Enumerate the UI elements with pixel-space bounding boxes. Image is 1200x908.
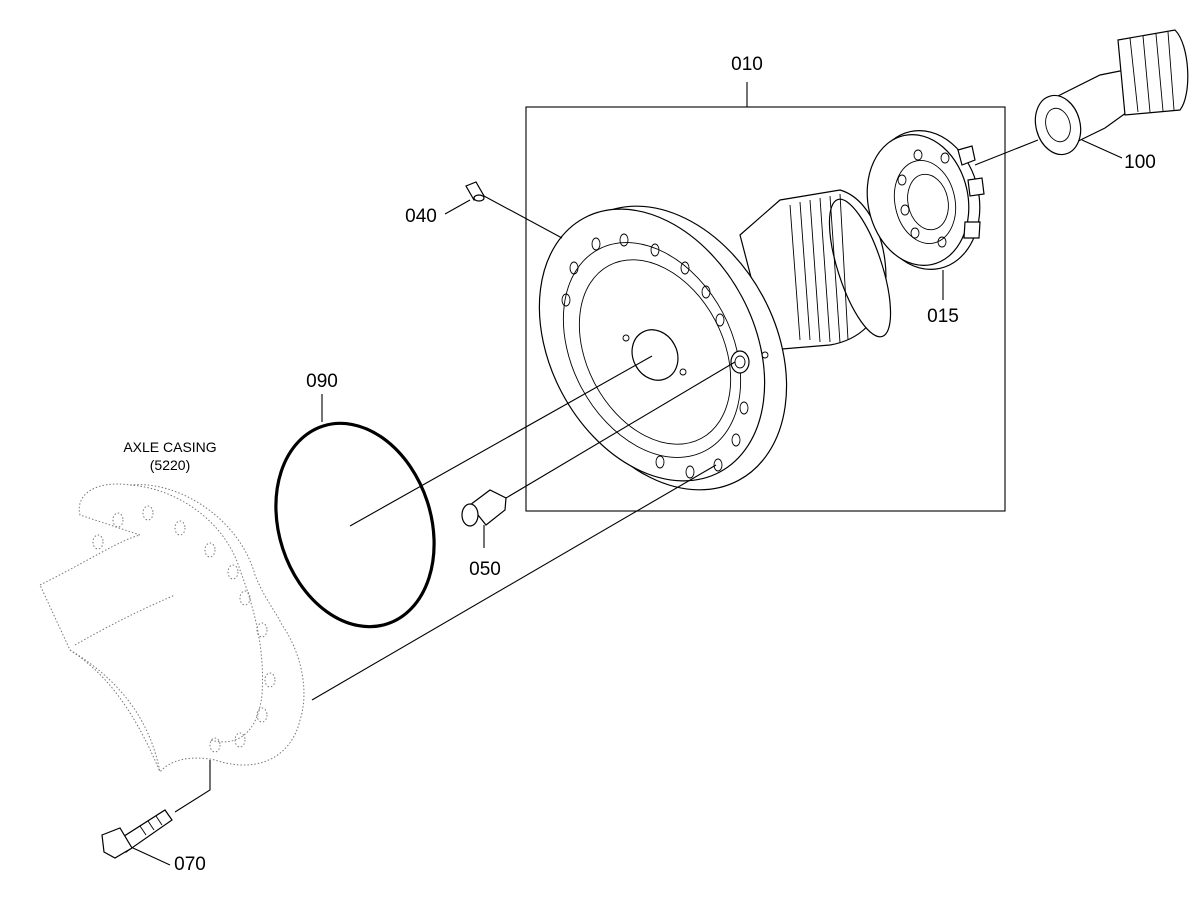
axle-casing-code: (5220) xyxy=(150,457,190,473)
label-090: 090 xyxy=(306,371,338,392)
axle-casing-title: AXLE CASING xyxy=(123,439,216,455)
assembly-box-010 xyxy=(525,106,1006,512)
label-050: 050 xyxy=(469,559,501,580)
label-070: 070 xyxy=(174,854,206,875)
hub-spindle xyxy=(538,189,892,491)
shaft-100 xyxy=(1034,29,1189,156)
bolt-070 xyxy=(101,809,173,859)
label-015: 015 xyxy=(927,306,959,327)
ring-gear-015 xyxy=(866,130,985,270)
plug-050 xyxy=(461,489,507,527)
label-040: 040 xyxy=(405,206,437,227)
axle-casing: AXLE CASING (5220) xyxy=(39,439,305,774)
label-100: 100 xyxy=(1124,152,1156,173)
label-010: 010 xyxy=(731,54,763,75)
plug-040 xyxy=(465,181,485,202)
o-ring-090 xyxy=(274,421,436,629)
